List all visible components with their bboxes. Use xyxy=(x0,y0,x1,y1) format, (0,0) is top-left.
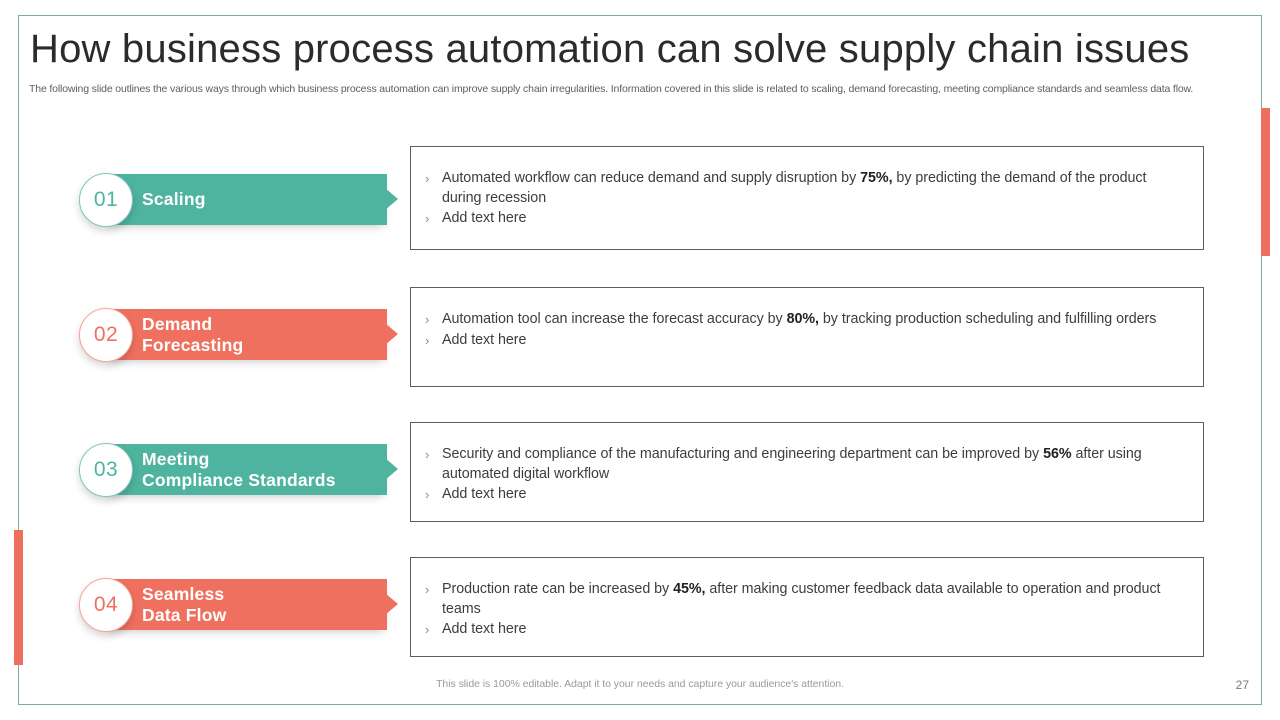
bullet-text: Automation tool can increase the forecas… xyxy=(442,311,1157,327)
step-content-box: › Production rate can be increased by 45%… xyxy=(410,557,1204,657)
bullet-item: › Automated workflow can reduce demand an… xyxy=(425,169,1185,208)
bullet-metric: 45%, xyxy=(673,581,706,597)
chevron-right-icon: › xyxy=(425,582,430,597)
bullet-text: Add text here xyxy=(442,621,527,637)
bullet-metric: 75%, xyxy=(860,170,893,186)
chevron-right-icon: › xyxy=(425,447,430,462)
bullet-text: Add text here xyxy=(442,210,527,226)
bullet-text: Automated workflow can reduce demand and… xyxy=(442,170,1147,206)
chevron-right-icon: › xyxy=(425,333,430,348)
bullet-text: Production rate can be increased by 45%,… xyxy=(442,581,1161,617)
step-label-text: Demand Forecasting xyxy=(142,313,244,355)
step-number-badge: 03 xyxy=(79,443,133,497)
chevron-right-icon: › xyxy=(425,211,430,226)
step-label-text: Seamless Data Flow xyxy=(142,583,227,625)
arrow-right-icon xyxy=(385,188,398,210)
step-number-badge: 04 xyxy=(79,578,133,632)
step-label-text: Meeting Compliance Standards xyxy=(142,448,336,490)
arrow-right-icon xyxy=(385,323,398,345)
bullet-metric: 80%, xyxy=(786,311,819,327)
bullet-text: Add text here xyxy=(442,332,527,348)
step-number-badge: 01 xyxy=(79,173,133,227)
page-subtitle: The following slide outlines the various… xyxy=(29,83,1194,95)
step-label-text: Scaling xyxy=(142,189,206,209)
footer-note: This slide is 100% editable. Adapt it to… xyxy=(436,678,844,690)
chevron-right-icon: › xyxy=(425,622,430,637)
bullet-item: › Security and compliance of the manufact… xyxy=(425,445,1185,484)
decor-bar-left xyxy=(14,530,23,665)
page-number: 27 xyxy=(1235,678,1249,692)
chevron-right-icon: › xyxy=(425,171,430,186)
bullet-item: › Add text here xyxy=(425,209,1185,229)
bullet-item: › Add text here xyxy=(425,620,1185,640)
bullet-text: Add text here xyxy=(442,486,527,502)
arrow-right-icon-stem xyxy=(379,599,388,609)
step-number-badge: 02 xyxy=(79,308,133,362)
step-content-box: › Automated workflow can reduce demand an… xyxy=(410,146,1204,250)
step-label-bar[interactable]: Demand Forecasting xyxy=(106,309,387,360)
arrow-right-icon xyxy=(385,458,398,480)
step-content-box: › Automation tool can increase the foreca… xyxy=(410,287,1204,387)
step-content-box: › Security and compliance of the manufact… xyxy=(410,422,1204,522)
step-label-bar[interactable]: Seamless Data Flow xyxy=(106,579,387,630)
process-row: Scaling 01 › Automated workflow can reduce … xyxy=(0,144,1280,264)
arrow-right-icon-stem xyxy=(379,464,388,474)
bullet-item: › Add text here xyxy=(425,331,1185,351)
bullet-text: Security and compliance of the manufactu… xyxy=(442,446,1142,482)
step-label-bar[interactable]: Scaling xyxy=(106,174,387,225)
bullet-item: › Automation tool can increase the foreca… xyxy=(425,310,1185,330)
page-title: How business process automation can solv… xyxy=(30,27,1190,71)
bullet-item: › Add text here xyxy=(425,485,1185,505)
chevron-right-icon: › xyxy=(425,312,430,327)
arrow-right-icon xyxy=(385,593,398,615)
decor-bar-right xyxy=(1261,108,1270,256)
bullet-metric: 56% xyxy=(1043,446,1072,462)
chevron-right-icon: › xyxy=(425,487,430,502)
bullet-item: › Production rate can be increased by 45%… xyxy=(425,580,1185,619)
arrow-right-icon-stem xyxy=(379,194,388,204)
arrow-right-icon-stem xyxy=(379,329,388,339)
step-label-bar[interactable]: Meeting Compliance Standards xyxy=(106,444,387,495)
